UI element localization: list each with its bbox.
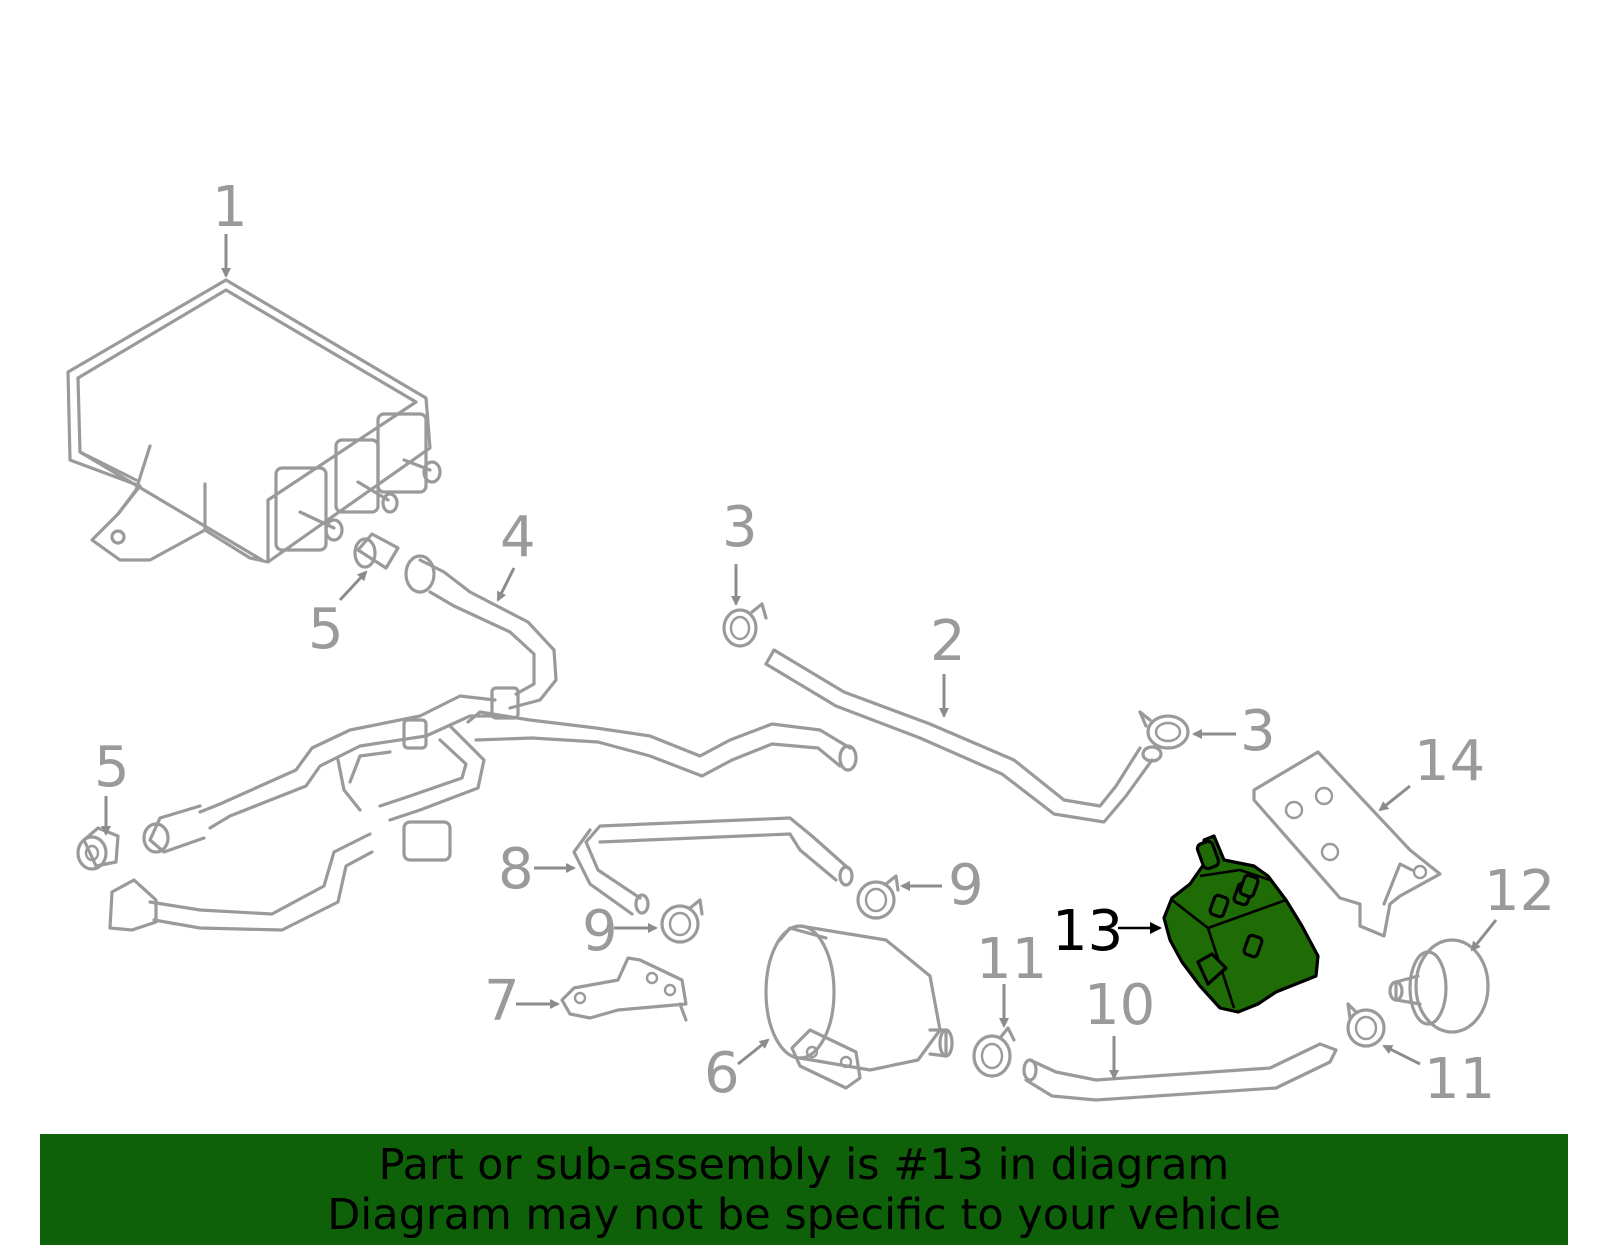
callout-6: 6 [704,1041,740,1106]
part-4-hose-assembly[interactable] [108,554,858,932]
part-3-clamp-right[interactable] [1138,710,1190,750]
callout-9-right: 9 [948,853,984,918]
part-5-grommet-lower[interactable] [76,826,120,871]
part-9-clamp-right[interactable] [856,874,900,920]
part-10-hose[interactable] [1022,1042,1338,1102]
part-12-cap[interactable] [1388,938,1490,1034]
arrow-14 [1378,784,1411,812]
callout-9-left: 9 [582,899,618,964]
callout-7: 7 [484,969,520,1034]
banner-line-2: Diagram may not be specific to your vehi… [327,1189,1281,1240]
callout-5-lower: 5 [94,735,130,800]
part-1-canister[interactable] [66,278,442,564]
callout-14: 14 [1414,729,1485,794]
part-14-bracket[interactable] [1252,750,1442,938]
leader-arrows [101,234,1498,1080]
callout-2: 2 [930,609,966,674]
banner-line-1: Part or sub-assembly is #13 in diagram [378,1139,1230,1190]
part-11-clamp-right[interactable] [1346,1002,1386,1048]
callout-3-left: 3 [722,495,758,560]
callout-1: 1 [212,175,248,240]
callout-4: 4 [500,505,536,570]
part-8-hose[interactable] [572,816,854,916]
info-banner: Part or sub-assembly is #13 in diagram D… [40,1134,1568,1245]
part-3-clamp-left[interactable] [722,602,768,648]
part-11-clamp-left[interactable] [972,1026,1016,1078]
callout-11-left: 11 [976,927,1047,992]
part-7-bracket[interactable] [560,956,688,1022]
part-5-grommet-upper[interactable] [353,532,400,570]
arrow-5-upper [338,570,368,602]
callout-5-upper: 5 [308,597,344,662]
callout-10: 10 [1084,973,1155,1038]
callout-labels: 1 4 5 5 3 2 3 14 12 8 9 9 13 11 10 7 6 1… [94,175,1555,1112]
callout-13: 13 [1052,899,1123,964]
callout-3-right: 3 [1240,699,1276,764]
callout-8: 8 [498,837,534,902]
part-9-clamp-left[interactable] [660,898,704,944]
part-13-highlighted[interactable] [1162,834,1320,1014]
arrow-4 [496,567,516,602]
arrow-6 [737,1038,770,1066]
part-6-filter[interactable] [764,924,954,1090]
arrow-12 [1470,919,1498,952]
callout-12: 12 [1484,859,1555,924]
callout-11-right: 11 [1424,1047,1495,1112]
arrow-11-right [1382,1044,1421,1066]
part-2-hose[interactable] [764,648,1163,824]
